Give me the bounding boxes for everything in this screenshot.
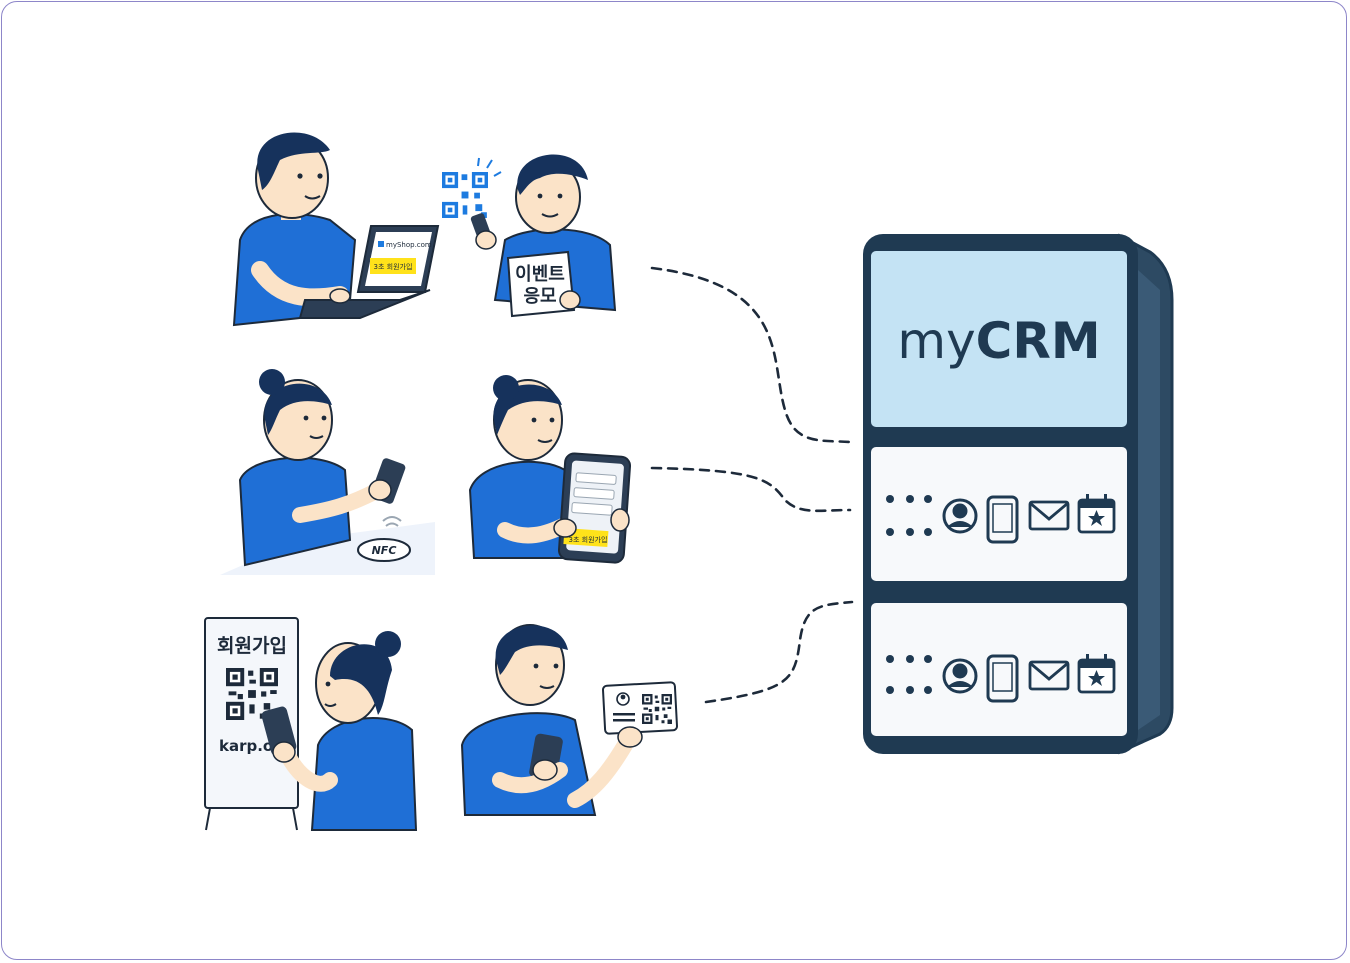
connector-bottom [704, 600, 854, 704]
mail-icon [1028, 500, 1070, 531]
standee-url: karp.or [219, 737, 281, 755]
crm-brand-label: myCRM [897, 312, 1100, 370]
scene-standee-qr: 회원가입 karp.or [204, 617, 418, 831]
nfc-tag-label: NFC [372, 544, 397, 557]
scene-member-card [460, 624, 679, 816]
user-icon [942, 498, 978, 534]
connector-top [650, 266, 852, 444]
scene-event-qr: 이벤트 응모 [442, 154, 617, 318]
mobile-icon [986, 495, 1019, 544]
connector-middle [650, 466, 852, 513]
laptop-site-text: myShop.com [386, 241, 432, 249]
connectors [650, 266, 854, 704]
user-icon [942, 658, 978, 694]
card-qr-code [642, 694, 672, 724]
scene-phone-form: 3초 회원가입 [468, 375, 632, 564]
calendar-star-icon [1077, 494, 1116, 534]
crm-server: myCRM [863, 233, 1174, 755]
crm-brand-prefix: my [897, 312, 975, 370]
scene-laptop-signup: myShop.com 3초 회원가입 [232, 132, 440, 327]
laptop-signup-badge: 3초 회원가입 [374, 262, 413, 271]
event-sign-line1: 이벤트 [515, 264, 565, 285]
dots-icon [886, 655, 932, 694]
phone-signup-badge: 3초 회원가입 [569, 535, 608, 544]
mail-icon [1028, 660, 1070, 691]
event-sign-line2: 응모 [523, 286, 556, 307]
crm-screen [869, 249, 1129, 429]
dots-icon [886, 495, 932, 536]
mobile-icon [986, 654, 1019, 703]
scene-nfc-tap: NFC [220, 369, 435, 575]
calendar-star-icon [1077, 654, 1116, 694]
qr-code-icon [442, 172, 488, 218]
crm-brand-bold: CRM [976, 312, 1101, 370]
standee-title: 회원가입 [217, 635, 287, 657]
